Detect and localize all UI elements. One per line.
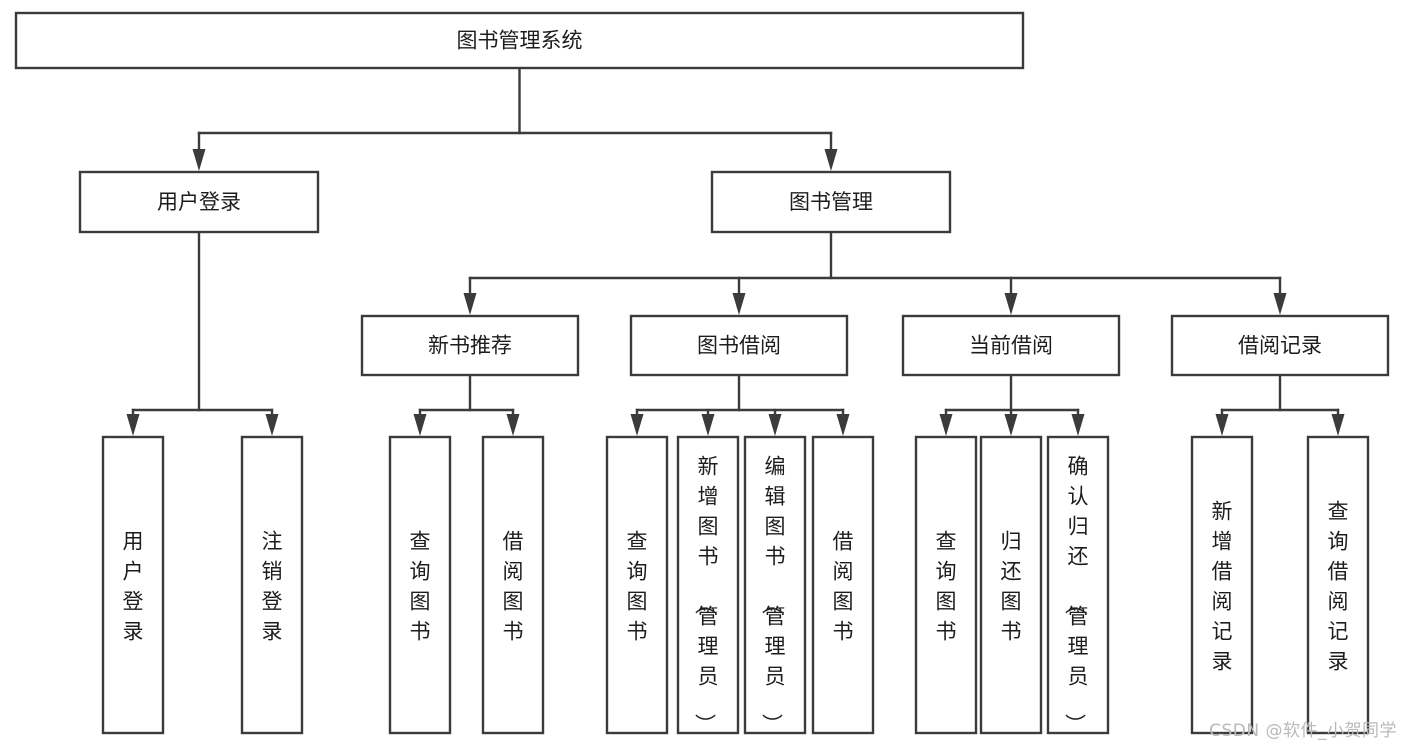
node-box: [481, 435, 545, 735]
node-leaf-logout[interactable]: 注销登录: [240, 435, 304, 735]
node-box: [360, 314, 580, 377]
node-user-login[interactable]: 用户登录: [78, 170, 320, 234]
arrow-head-icon: [506, 414, 520, 436]
node-label: 新增图书（管理员）: [693, 454, 719, 734]
node-box: [811, 435, 875, 735]
node-leaf-query-record[interactable]: 查询借阅记录: [1306, 435, 1370, 735]
arrow-head-icon: [1004, 414, 1018, 436]
node-label: 归还图书: [1001, 529, 1022, 643]
connector-layer: [126, 66, 1345, 436]
node-root[interactable]: 图书管理系统: [14, 11, 1025, 70]
node-label: 用户登录: [123, 529, 144, 643]
node-label: 查询借阅记录: [1328, 499, 1349, 673]
node-leaf-add-record[interactable]: 新增借阅记录: [1190, 435, 1254, 735]
arrow-head-icon: [768, 414, 782, 436]
node-leaf-return-book[interactable]: 归还图书: [979, 435, 1043, 735]
node-label: 确认归还（管理员）: [1063, 454, 1089, 734]
node-box: [629, 314, 849, 377]
node-box: [901, 314, 1121, 377]
node-label: 查询图书: [410, 529, 431, 643]
arrow-head-icon: [836, 414, 850, 436]
node-box: [14, 11, 1025, 70]
node-label: 编辑图书（管理员）: [760, 454, 786, 734]
node-box: [1046, 435, 1110, 735]
node-leaf-add-book[interactable]: 新增图书（管理员）: [676, 435, 740, 735]
node-label: 图书管理系统: [457, 29, 583, 53]
node-label: 图书借阅: [697, 334, 781, 358]
node-label: 图书管理: [789, 190, 873, 214]
node-label: 新书推荐: [428, 334, 512, 358]
arrow-head-icon: [630, 414, 644, 436]
node-box: [388, 435, 452, 735]
node-label: 查询图书: [627, 529, 648, 643]
node-label: 用户登录: [157, 190, 241, 214]
node-box: [240, 435, 304, 735]
node-label: 借阅记录: [1238, 334, 1322, 358]
node-book-borrow[interactable]: 图书借阅: [629, 314, 849, 377]
arrow-head-icon: [1273, 293, 1287, 315]
node-leaf-user-login[interactable]: 用户登录: [101, 435, 165, 735]
node-leaf-query-book-borrow[interactable]: 查询图书: [605, 435, 669, 735]
node-label: 查询图书: [936, 529, 957, 643]
node-layer: 图书管理系统用户登录图书管理新书推荐图书借阅当前借阅借阅记录用户登录注销登录查询…: [14, 11, 1390, 735]
node-borrow-record[interactable]: 借阅记录: [1170, 314, 1390, 377]
arrow-head-icon: [824, 149, 838, 171]
node-box: [1190, 435, 1254, 735]
arrow-head-icon: [463, 293, 477, 315]
node-box: [710, 170, 952, 234]
arrow-head-icon: [192, 149, 206, 171]
node-label: 注销登录: [262, 529, 283, 643]
node-label: 借阅图书: [503, 529, 524, 643]
arrow-head-icon: [413, 414, 427, 436]
arrow-head-icon: [126, 414, 140, 436]
node-new-book-rec[interactable]: 新书推荐: [360, 314, 580, 377]
watermark-label: CSDN @软件_小贺同学: [1209, 721, 1397, 741]
arrow-head-icon: [265, 414, 279, 436]
node-label: 借阅图书: [833, 529, 854, 643]
arrow-head-icon: [732, 293, 746, 315]
node-box: [101, 435, 165, 735]
node-current-borrow[interactable]: 当前借阅: [901, 314, 1121, 377]
node-leaf-confirm-return[interactable]: 确认归还（管理员）: [1046, 435, 1110, 735]
node-box: [676, 435, 740, 735]
node-leaf-query-book-cur[interactable]: 查询图书: [914, 435, 978, 735]
arrow-head-icon: [1004, 293, 1018, 315]
node-box: [78, 170, 320, 234]
node-leaf-borrow-book-rec[interactable]: 借阅图书: [481, 435, 545, 735]
node-box: [914, 435, 978, 735]
node-box: [979, 435, 1043, 735]
node-box: [1306, 435, 1370, 735]
node-label: 当前借阅: [969, 334, 1053, 358]
node-box: [605, 435, 669, 735]
node-leaf-borrow-book[interactable]: 借阅图书: [811, 435, 875, 735]
arrow-head-icon: [1215, 414, 1229, 436]
node-leaf-query-book-rec[interactable]: 查询图书: [388, 435, 452, 735]
node-box: [1170, 314, 1390, 377]
node-leaf-edit-book[interactable]: 编辑图书（管理员）: [743, 435, 807, 735]
arrow-head-icon: [1071, 414, 1085, 436]
arrow-head-icon: [701, 414, 715, 436]
node-box: [743, 435, 807, 735]
arrow-head-icon: [1331, 414, 1345, 436]
node-book-manage[interactable]: 图书管理: [710, 170, 952, 234]
node-label: 新增借阅记录: [1212, 499, 1233, 673]
arrow-head-icon: [939, 414, 953, 436]
